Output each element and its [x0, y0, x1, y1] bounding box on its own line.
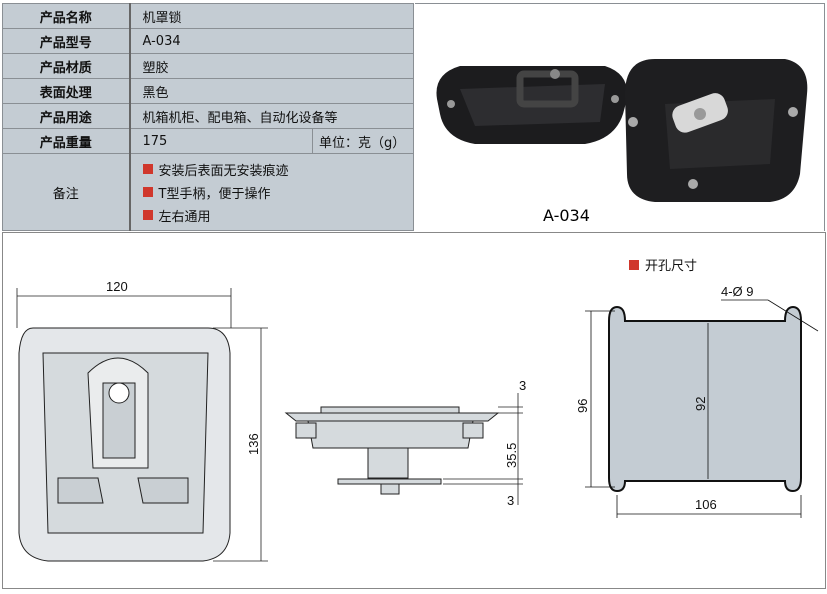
bullet-icon	[142, 187, 153, 197]
dim-outer-height: 96	[575, 399, 590, 413]
dim-cutout-width: 106	[695, 497, 717, 512]
label-notes: 备注	[2, 153, 131, 231]
value-weight: 175	[129, 128, 313, 154]
front-view	[18, 327, 231, 562]
label-name: 产品名称	[2, 3, 131, 29]
dim-top: 3	[519, 378, 526, 393]
value-finish: 黑色	[129, 78, 414, 104]
label-model: 产品型号	[2, 28, 131, 54]
value-material: 塑胶	[129, 53, 414, 79]
dim-width: 120	[106, 279, 128, 294]
lock-back-photo	[625, 59, 808, 202]
value-usage: 机箱机柜、配电箱、自动化设备等	[129, 103, 414, 129]
dim-height: 136	[246, 433, 261, 455]
note-text: 左右通用	[158, 209, 211, 225]
lock-photo-image	[436, 59, 808, 202]
weight-unit: 单位：克（g）	[312, 128, 414, 154]
note-text: T型手柄，便于操作	[158, 186, 271, 202]
hole-spec: 4-Ø 9	[721, 284, 754, 299]
cutout-title: 开孔尺寸	[645, 258, 697, 273]
lock-front-photo	[436, 66, 628, 144]
drawing-canvas: 120 136 3 35.5 3 开孔尺寸 4-Ø 9 96 92 106	[16, 258, 819, 562]
note-item: 安装后表面无安装痕迹	[142, 158, 402, 181]
note-item: 左右通用	[142, 204, 402, 227]
value-name: 机罩锁	[129, 3, 414, 29]
product-photo: A-034	[415, 3, 825, 231]
front-dimensions	[16, 288, 268, 562]
side-dimensions	[443, 393, 523, 505]
note-item: T型手柄，便于操作	[142, 181, 402, 204]
label-finish: 表面处理	[2, 78, 131, 104]
dim-inner-height: 92	[693, 397, 708, 411]
dim-middle: 35.5	[504, 443, 519, 468]
bullet-icon	[142, 164, 153, 174]
label-weight: 产品重量	[2, 128, 131, 154]
label-usage: 产品用途	[2, 103, 131, 129]
value-model: A-034	[129, 28, 414, 54]
technical-drawing: 120 136 3 35.5 3 开孔尺寸 4-Ø 9 96 92 106	[2, 232, 826, 589]
dim-bottom: 3	[507, 493, 514, 508]
cutout-view	[585, 299, 819, 518]
note-text: 安装后表面无安装痕迹	[158, 163, 289, 179]
side-view	[284, 406, 500, 495]
notes-list: 安装后表面无安装痕迹 T型手柄，便于操作 左右通用	[129, 153, 414, 231]
label-material: 产品材质	[2, 53, 131, 79]
bullet-icon	[629, 260, 639, 270]
photo-caption: A-034	[543, 206, 590, 225]
bullet-icon	[142, 210, 153, 220]
